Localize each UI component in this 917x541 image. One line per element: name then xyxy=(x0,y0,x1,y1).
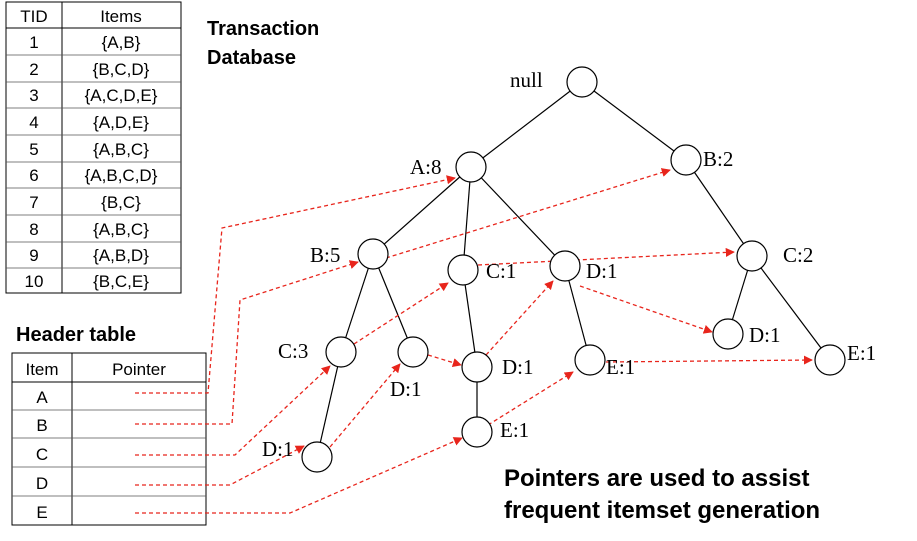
item-column-header: Item xyxy=(25,360,58,379)
node-label-c1: C:1 xyxy=(486,259,516,283)
pointer-e xyxy=(135,437,463,514)
tree-node-d1-under-c3 xyxy=(301,441,333,473)
items-column-header: Items xyxy=(100,7,142,26)
items-cell: {B,C} xyxy=(101,193,141,212)
header-table: Item Pointer A B C D E xyxy=(11,352,207,526)
node-label-c2: C:2 xyxy=(783,243,813,267)
items-cell: {A,B,C,D} xyxy=(85,166,158,185)
tree-node-null xyxy=(566,66,598,98)
tid-cell: 8 xyxy=(29,220,38,239)
items-cell: {A,C,D,E} xyxy=(85,86,158,105)
pointer-d-link-4 xyxy=(579,285,713,334)
header-item-b: B xyxy=(36,416,47,435)
items-cell: {A,B,C} xyxy=(93,220,149,239)
tid-cell: 7 xyxy=(29,193,38,212)
tid-cell: 1 xyxy=(29,33,38,52)
tid-cell: 10 xyxy=(25,272,44,291)
pointer-e-link-1 xyxy=(487,371,574,426)
edge-a8-b5 xyxy=(372,166,472,255)
items-cell: {A,D,E} xyxy=(93,113,149,132)
node-label-a8: A:8 xyxy=(410,155,442,179)
tree-node-a8 xyxy=(455,151,487,183)
tree-node-e1-under-c2 xyxy=(814,344,846,376)
node-label-c3: C:3 xyxy=(278,339,308,363)
header-table-title: Header table xyxy=(16,324,136,346)
node-link-pointers xyxy=(135,168,813,514)
header-item-c: C xyxy=(36,445,48,464)
tree-node-d1-under-b5 xyxy=(397,336,429,368)
pointer-d xyxy=(135,445,305,486)
edge-d1-e1 xyxy=(564,265,591,361)
node-label-d1-under-c3: D:1 xyxy=(262,437,294,461)
items-cell: {A,B,C} xyxy=(93,140,149,159)
header-item-a: A xyxy=(36,388,48,407)
pointer-b-link xyxy=(385,168,671,259)
transaction-database-title-line2: Database xyxy=(207,47,296,69)
pointer-d-link-2 xyxy=(427,354,462,367)
tree-node-d1-under-c2 xyxy=(712,318,744,350)
edge-b5-c3 xyxy=(340,253,374,353)
pointer-c xyxy=(135,365,331,456)
node-label-e1-under-d1: E:1 xyxy=(606,355,635,379)
node-label-d1-under-c2: D:1 xyxy=(749,323,781,347)
tree-node-e1-under-d1 xyxy=(574,344,606,376)
pointer-column-header: Pointer xyxy=(112,360,166,379)
tid-cell: 5 xyxy=(29,140,38,159)
node-label-d1-under-c1: D:1 xyxy=(502,355,534,379)
node-label-b5: B:5 xyxy=(310,243,340,267)
caption-line1: Pointers are used to assist xyxy=(504,465,809,492)
tree-nodes xyxy=(301,66,846,473)
edge-a8-d1 xyxy=(470,166,566,267)
transaction-database-title-line1: Transaction xyxy=(207,18,319,40)
pointer-e-link-2 xyxy=(605,355,813,365)
items-cell: {A,B,D} xyxy=(93,246,149,265)
items-cell: {B,C,D} xyxy=(93,60,150,79)
edge-c1-d1 xyxy=(462,269,478,368)
transaction-table: TID Items 1 {A,B} 2 {B,C,D} 3 {A,C,D,E} … xyxy=(5,1,182,294)
tree-node-d1-under-c1 xyxy=(461,351,493,383)
edge-b5-d1 xyxy=(372,253,414,353)
node-label-e1-lower: E:1 xyxy=(500,418,529,442)
node-label-d1-upper: D:1 xyxy=(586,259,618,283)
pointer-b xyxy=(135,260,359,425)
edge-a8-c1 xyxy=(462,166,472,271)
tid-cell: 3 xyxy=(29,86,38,105)
pointer-d-link-3 xyxy=(485,280,554,356)
edge-null-a8 xyxy=(470,81,583,168)
tid-cell: 2 xyxy=(29,60,38,79)
tree-node-b5 xyxy=(357,238,389,270)
tree-node-b2 xyxy=(670,144,702,176)
node-label-b2: B:2 xyxy=(703,147,733,171)
header-item-d: D xyxy=(36,474,48,493)
pointer-c-link-1 xyxy=(353,282,449,345)
edge-null-b2 xyxy=(581,81,687,161)
node-label-null: null xyxy=(510,68,543,92)
node-label-e1-under-c2: E:1 xyxy=(847,341,876,365)
pointer-c-link-2 xyxy=(477,247,735,266)
tid-cell: 9 xyxy=(29,246,38,265)
caption-line2: frequent itemset generation xyxy=(504,497,820,524)
tree-node-e1-lower xyxy=(461,416,493,448)
tid-column-header: TID xyxy=(20,7,47,26)
edge-c2-e1 xyxy=(751,255,831,361)
items-cell: {A,B} xyxy=(102,33,141,52)
tree-node-c3 xyxy=(325,336,357,368)
edge-c3-d1 xyxy=(316,351,342,458)
tree-labels: null A:8 B:2 B:5 C:1 D:1 C:2 C:3 D:1 D:1… xyxy=(262,68,876,461)
tree-node-c2 xyxy=(736,240,768,272)
header-item-e: E xyxy=(36,503,47,522)
pointer-a xyxy=(135,175,456,394)
tid-cell: 6 xyxy=(29,166,38,185)
edge-b2-c2 xyxy=(685,159,753,257)
tid-cell: 4 xyxy=(29,113,38,132)
tree-node-d1-upper xyxy=(549,250,581,282)
items-cell: {B,C,E} xyxy=(93,272,149,291)
node-label-d1-under-b5: D:1 xyxy=(390,377,422,401)
tree-node-c1 xyxy=(447,254,479,286)
